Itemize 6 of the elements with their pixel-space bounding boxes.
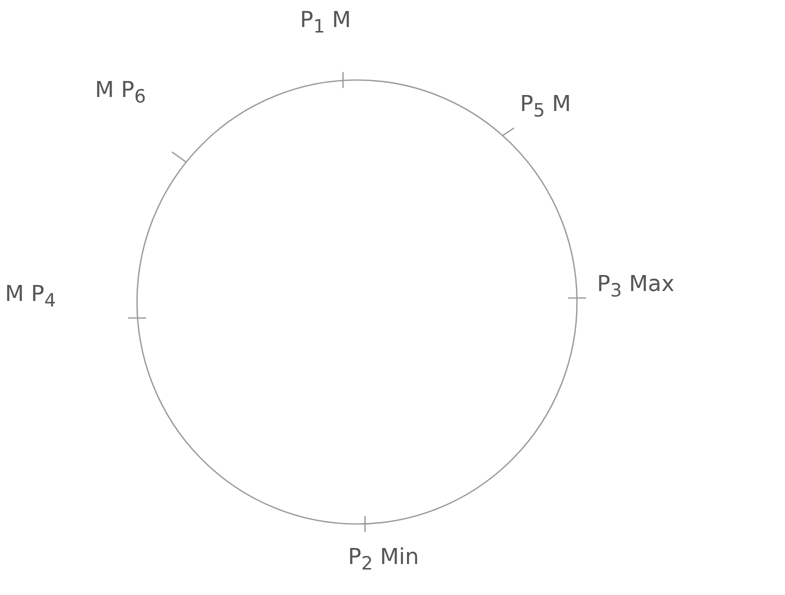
point-label: P$_{3}$ Max — [597, 272, 674, 302]
point-label: M P$_{6}$ — [95, 78, 146, 108]
point-label: P$_{1}$ M — [300, 8, 351, 38]
point-label: M P$_{4}$ — [5, 282, 56, 312]
point-label: P$_{2}$ Min — [348, 545, 419, 574]
point-label: P$_{5}$ M — [520, 92, 571, 122]
